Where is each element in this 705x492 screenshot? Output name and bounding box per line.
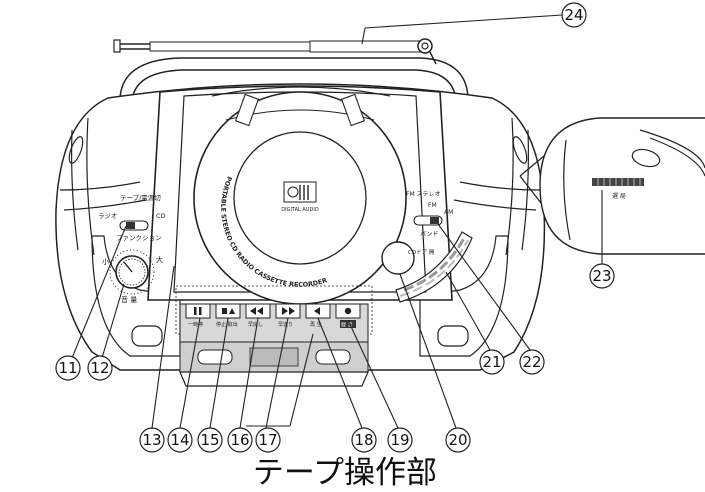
callout-23-number: 23 [592,267,611,285]
function-switch-top-label: テープ/電源切 [120,193,161,202]
callout-17-number: 17 [258,431,277,449]
callout-11-number: 11 [58,359,77,377]
callout-13-number: 13 [142,431,161,449]
function-switch-right-label: CD [156,212,166,220]
pause-button-label: 一時停 [188,321,203,328]
pause-icon [194,307,197,315]
callout-15-number: 15 [200,431,219,449]
callout-20: 20 [445,427,471,453]
callout-22-number: 22 [522,353,541,371]
callout-12: 12 [87,355,113,381]
play-button-label: 再 生 [310,321,322,328]
callout-17: 17 [255,427,281,453]
record-button[interactable]: 録 音 [335,303,361,329]
callout-21: 21 [479,349,505,375]
leader-lines [71,14,603,429]
callout-14: 14 [167,427,193,453]
cd-logo-subtext: DIGITAL AUDIO [281,207,319,213]
band-am-label: AM [444,209,453,216]
antenna [113,38,437,65]
volume-min-label: 小 [102,257,109,266]
band-switch-knob[interactable] [430,217,439,224]
callout-24-number: 24 [564,6,583,24]
cd-door-open-button[interactable]: CDドア 開 [381,241,435,275]
pause-button[interactable]: 一時停 [185,303,211,328]
band-fm-stereo-label: FM ステレオ [406,191,441,198]
callout-13: 13 [139,427,165,453]
play-icon [314,307,320,315]
tuning-scale [592,178,644,186]
volume-max-label: 大 [156,255,163,264]
compact-disc-logo: DIGITAL AUDIO [281,181,319,213]
zoom-inset: 選 局 [519,117,705,255]
callout-24: 24 [561,2,587,28]
tuning-dial[interactable] [395,231,473,303]
cd-door-label: CDドア 開 [408,249,435,256]
callout-18: 18 [351,427,377,453]
callout-19: 19 [387,427,413,453]
callout-11: 11 [55,355,81,381]
carry-handle [119,57,469,105]
callout-21-number: 21 [482,353,501,371]
volume-knob[interactable]: 小 大 音 量 [102,249,163,304]
inset-label: 選 局 [612,192,626,200]
callout-14-number: 14 [170,431,189,449]
rewind-button-label: 早戻し [248,321,263,328]
callout-18-number: 18 [354,431,373,449]
function-switch-bottom-label: ファンクション [116,234,162,242]
callout-23: 23 [589,263,615,289]
callout-19-number: 19 [390,431,409,449]
tape-controls-caption: テープ操作部 [252,455,438,491]
function-switch[interactable]: テープ/電源切 ラジオ CD ファンクション [98,193,166,242]
callout-22: 22 [519,349,545,375]
callout-16-number: 16 [230,431,249,449]
function-switch-knob[interactable] [126,222,135,229]
stop-eject-button[interactable]: 停止/取出 [215,303,241,328]
eject-icon [229,308,235,314]
band-fm-label: FM [428,202,437,209]
stop-icon [222,308,227,314]
record-icon [344,307,352,315]
band-switch[interactable]: FM ステレオ FM AM バンド [406,191,453,238]
band-switch-label: バンド [420,231,438,238]
rewind-button[interactable]: 早戻し [245,303,271,328]
callout-15: 15 [197,427,223,453]
fast-forward-icon [282,307,288,315]
rewind-icon [250,307,256,315]
function-switch-left-label: ラジオ [98,212,117,220]
volume-label: 音 量 [121,295,137,304]
callout-12-number: 12 [90,359,109,377]
callout-20-number: 20 [448,431,467,449]
fast-forward-button-label: 早送り [278,321,293,328]
callout-16: 16 [227,427,253,453]
record-button-label: 録 音 [341,322,353,329]
